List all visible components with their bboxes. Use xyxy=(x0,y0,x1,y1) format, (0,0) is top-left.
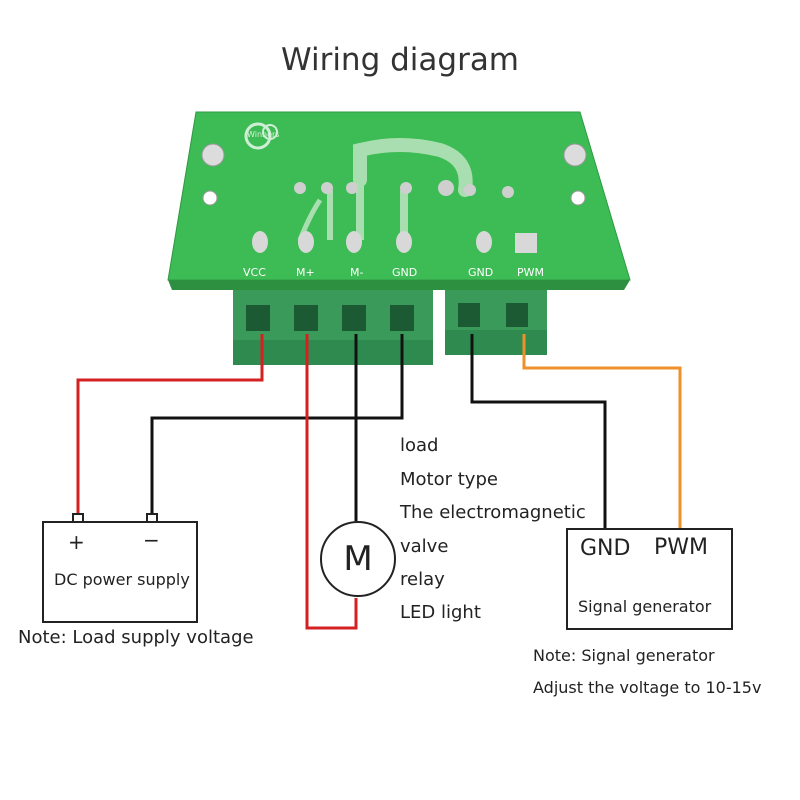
mount-hole xyxy=(563,143,587,167)
pcb-board xyxy=(167,111,631,281)
signal-generator-label: Signal generator xyxy=(578,597,712,616)
motor-symbol: M xyxy=(320,521,396,597)
load-list-item: LED light xyxy=(400,602,481,623)
pin-label-m-minus: M- xyxy=(350,266,364,279)
pin-label-m-plus: M+ xyxy=(296,266,315,279)
load-list-item: The electromagnetic xyxy=(400,502,586,523)
signal-generator-box xyxy=(566,528,733,630)
motor-symbol-label: M xyxy=(343,539,373,579)
load-list-item: Motor type xyxy=(400,469,498,490)
brand-logo-icon xyxy=(244,122,272,150)
signal-generator-note: Note: Signal generator xyxy=(533,646,715,665)
load-list-item: relay xyxy=(400,569,445,590)
mount-hole xyxy=(202,190,218,206)
pin-label-pwm: PWM xyxy=(517,266,545,279)
page-title: Wiring diagram xyxy=(280,42,520,78)
mount-hole xyxy=(570,190,586,206)
brand-label: Winners xyxy=(247,130,280,139)
wire-mplus-red xyxy=(305,334,358,630)
wire-vcc-red xyxy=(76,334,264,518)
dc-power-supply-label: DC power supply xyxy=(54,570,190,589)
signal-gnd-label: GND xyxy=(580,536,631,561)
load-list-item: valve xyxy=(400,536,449,557)
terminal-block-signal xyxy=(445,290,547,355)
terminal-block-power xyxy=(233,290,433,365)
solder-joints xyxy=(252,231,537,253)
signal-pwm-label: PWM xyxy=(654,535,709,560)
pcb-trace xyxy=(353,138,473,197)
load-list-item: load xyxy=(400,435,439,456)
battery-minus-sign: − xyxy=(143,528,160,552)
wire-gnd-black xyxy=(150,334,404,518)
pin-label-gnd-signal: GND xyxy=(468,266,494,279)
wire-gnd-signal-black xyxy=(470,334,607,528)
pin-label-vcc: VCC xyxy=(243,266,266,279)
pin-label-gnd: GND xyxy=(392,266,418,279)
dc-power-supply-box xyxy=(42,521,198,623)
pcb-edge xyxy=(168,280,630,290)
load-supply-note: Note: Load supply voltage xyxy=(18,627,254,648)
signal-voltage-note: Adjust the voltage to 10-15v xyxy=(533,678,762,697)
wire-pwm-orange xyxy=(522,334,682,528)
mount-hole xyxy=(201,143,225,167)
battery-plus-sign: + xyxy=(68,530,85,554)
